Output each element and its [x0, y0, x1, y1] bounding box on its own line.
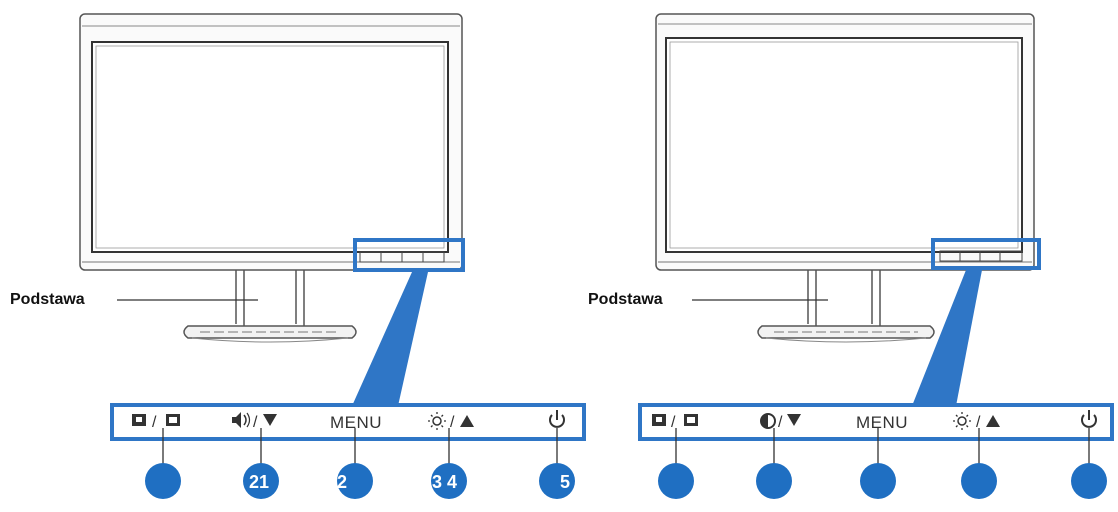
right-button-highlight: [931, 238, 1041, 270]
input-select-icon[interactable]: /: [132, 414, 180, 431]
brightness-up-icon-right[interactable]: /: [953, 412, 1000, 431]
callout-4-right: [961, 463, 997, 499]
svg-text:/: /: [253, 414, 258, 431]
left-screen: [91, 41, 449, 253]
stand-label-right: Podstawa: [588, 291, 663, 308]
volume-down-icon[interactable]: /: [232, 412, 277, 431]
callout-4-left: [431, 463, 467, 499]
callout-1-right: [658, 463, 694, 499]
right-callouts: [658, 428, 1107, 499]
brightness-up-icon[interactable]: /: [428, 412, 474, 431]
svg-text:/: /: [450, 414, 455, 431]
left-control-panel: [110, 403, 586, 441]
right-monitor: [655, 13, 1035, 343]
left-callouts: 21 2 3 4 5: [145, 428, 575, 499]
contrast-down-icon[interactable]: /: [760, 413, 801, 431]
power-icon-left[interactable]: [549, 410, 565, 428]
input-select-icon-right[interactable]: /: [652, 414, 698, 431]
callout-5-left: [539, 463, 575, 499]
right-control-panel: [638, 403, 1114, 441]
right-screen: [665, 37, 1023, 253]
menu-button-left[interactable]: MENU: [330, 413, 382, 432]
right-zoom-projection: [912, 270, 982, 406]
svg-text:/: /: [671, 414, 676, 431]
svg-text:/: /: [778, 414, 783, 431]
callout-1-left: [145, 463, 181, 499]
left-monitor: [79, 13, 463, 343]
callout-2-right: [756, 463, 792, 499]
callout-label-5-left: 5: [560, 472, 570, 492]
svg-text:/: /: [976, 414, 981, 431]
callout-3-left: [337, 463, 373, 499]
stand-label-left: Podstawa: [10, 291, 85, 308]
callout-label-4-left: 3 4: [432, 472, 457, 492]
callout-2-left: [243, 463, 279, 499]
svg-text:/: /: [152, 414, 157, 431]
menu-button-right[interactable]: MENU: [856, 413, 908, 432]
left-button-highlight: [353, 238, 465, 272]
power-icon-right[interactable]: [1081, 410, 1097, 428]
callout-3-right: [860, 463, 896, 499]
left-zoom-projection: [352, 272, 428, 406]
callout-5-right: [1071, 463, 1107, 499]
callout-label-3-left: 2: [337, 472, 347, 492]
callout-label-2-left: 21: [249, 472, 269, 492]
